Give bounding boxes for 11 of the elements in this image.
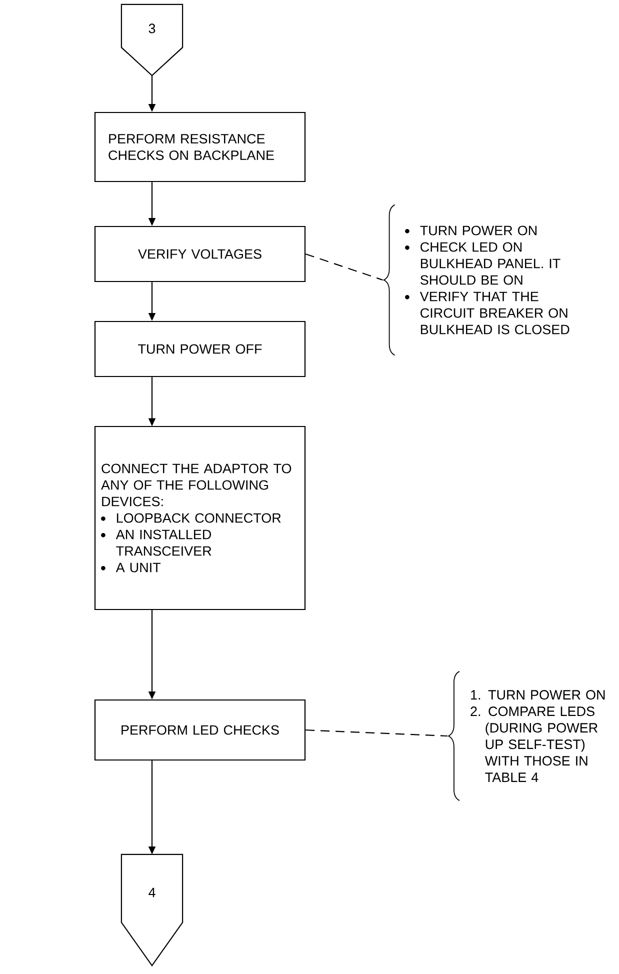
dashed-line	[305, 253, 383, 281]
dashed-line	[306, 729, 448, 737]
off-page-connector: 3	[120, 4, 184, 76]
process-box: CONNECT THE ADAPTOR TO ANY OF THE FOLLOWING DEVICES: LOOPBACK CONNECTOR AN INSTALLED TRANSCEIVER A UNIT	[94, 426, 306, 610]
process-box: PERFORM LED CHECKS	[94, 699, 306, 761]
off-page-connector: 4	[120, 854, 184, 967]
note-text: 1. TURN POWER ON 2. COMPARE LEDS (DURING POWER UP SELF-TEST) WITH THOSE IN TABLE 4	[470, 690, 605, 782]
process-box: PERFORM RESISTANCE CHECKS ON BACKPLANE	[94, 112, 306, 182]
process-box: TURN POWER OFF	[94, 320, 306, 378]
note-text: TURN POWER ON CHECK LED ON BULKHEAD PANEL. IT SHOULD BE ON VERIFY THAT THE CIRCUIT BREAKER ON BULKHEAD IS CLOSED	[405, 226, 570, 334]
process-box: VERIFY VOLTAGES	[94, 226, 306, 282]
